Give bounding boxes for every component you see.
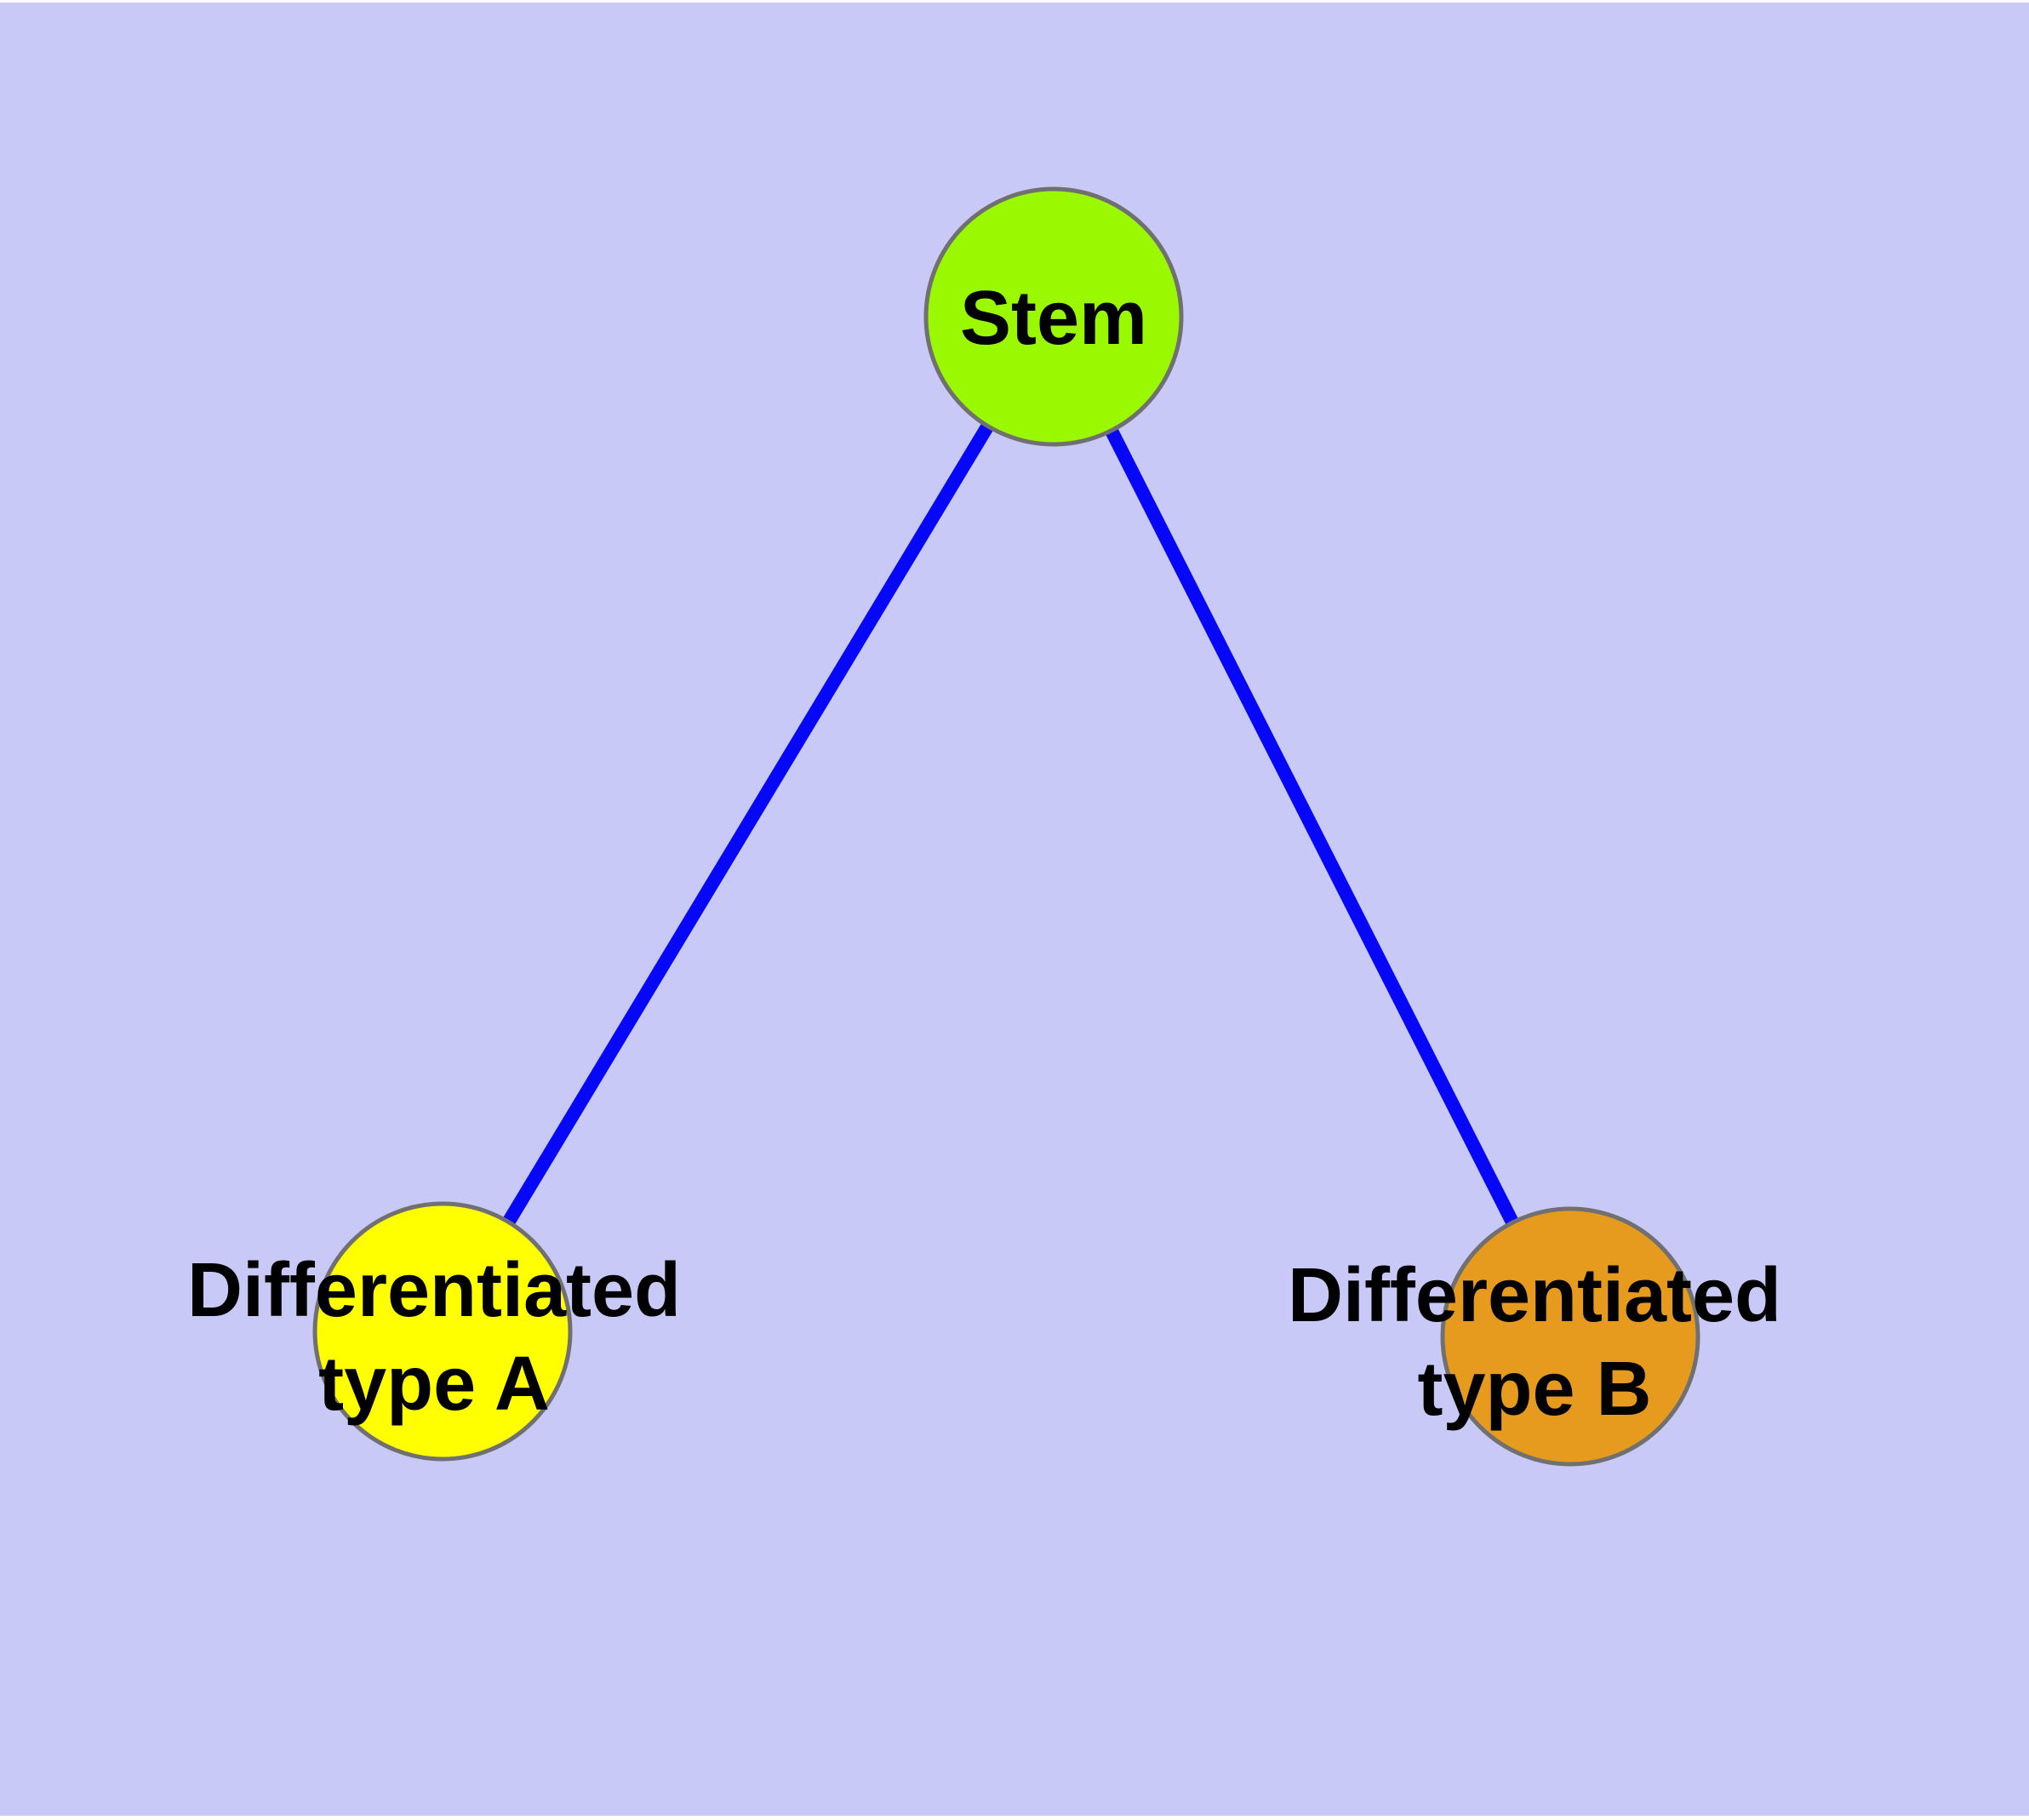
type-b-node-label-line1: Differentiated: [1288, 1253, 1781, 1338]
type-b-node-label-line2: type B: [1417, 1347, 1651, 1432]
edge-stem-to-type-a: [437, 312, 1060, 1336]
stem-node-circle: [923, 186, 1184, 447]
type-a-node-label-line1: Differentiated: [187, 1248, 681, 1333]
edge-stem-to-type-b: [1047, 313, 1577, 1340]
type-a-node-circle: [312, 1201, 573, 1462]
type-a-node-label-line2: type A: [318, 1342, 550, 1427]
type-b-node-circle: [1440, 1206, 1700, 1467]
stem-node-label: Stem: [960, 276, 1147, 361]
